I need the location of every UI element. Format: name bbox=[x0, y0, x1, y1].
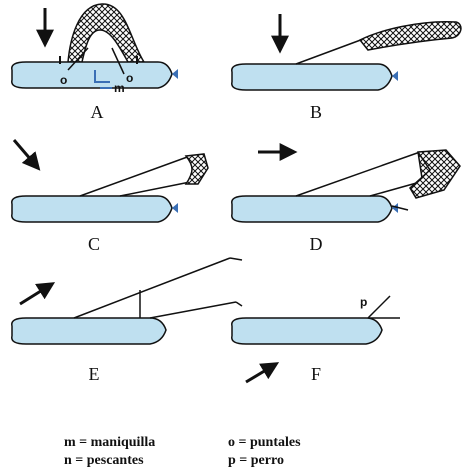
hull-b bbox=[232, 64, 392, 90]
bow-mark-a bbox=[172, 69, 178, 79]
hull-e bbox=[12, 318, 166, 344]
pole-b bbox=[296, 38, 366, 64]
panel-c-label: C bbox=[88, 234, 100, 254]
legend-maniquilla: m = maniquilla bbox=[64, 435, 155, 451]
panel-a-label: A bbox=[91, 102, 104, 122]
arrow-e bbox=[20, 284, 52, 304]
annotation-m: m bbox=[114, 81, 125, 95]
panel-f: p F bbox=[232, 295, 400, 384]
net-d bbox=[410, 150, 460, 198]
panel-b: B bbox=[232, 14, 461, 122]
pole-lower-e bbox=[150, 302, 236, 318]
legend-perro: p = perro bbox=[228, 453, 284, 469]
net-c bbox=[186, 154, 208, 184]
panel-e-label: E bbox=[89, 364, 100, 384]
bow-mark-b bbox=[392, 71, 398, 81]
annotation-p: p bbox=[360, 295, 367, 309]
panel-d-label: D bbox=[310, 234, 323, 254]
panel-d: D bbox=[232, 150, 460, 254]
pole-upper-c bbox=[80, 156, 190, 196]
hull-c bbox=[12, 196, 172, 222]
annotation-o-left: o bbox=[60, 73, 67, 87]
panel-b-label: B bbox=[310, 102, 322, 122]
pole-lower-tip-e bbox=[236, 302, 242, 306]
panel-a: o m o A bbox=[12, 4, 178, 122]
panel-f-label: F bbox=[311, 364, 321, 384]
dog-f bbox=[368, 296, 390, 318]
hull-f bbox=[232, 318, 382, 344]
net-a bbox=[68, 4, 144, 62]
panel-c: C bbox=[12, 140, 208, 254]
hull-a bbox=[12, 62, 172, 88]
pole-upper-tip-e bbox=[230, 258, 242, 260]
pole-upper-e bbox=[74, 258, 230, 318]
legend-puntales: o = puntales bbox=[228, 435, 301, 451]
panel-e: E bbox=[12, 258, 242, 384]
arrow-f bbox=[246, 364, 276, 382]
pole-upper-d bbox=[296, 152, 420, 196]
arrow-c bbox=[14, 140, 38, 168]
pole-lower-c bbox=[120, 182, 190, 196]
bow-mark-c bbox=[172, 203, 178, 213]
legend-pescantes: n = pescantes bbox=[64, 453, 144, 469]
annotation-o-right: o bbox=[126, 71, 133, 85]
net-b bbox=[360, 22, 461, 50]
hull-d bbox=[232, 196, 392, 222]
